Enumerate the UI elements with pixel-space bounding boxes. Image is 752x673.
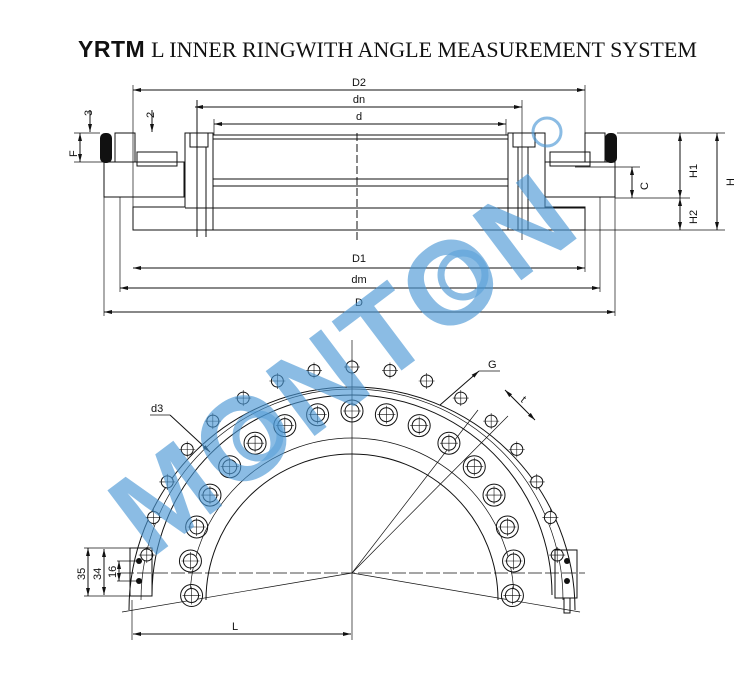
dim-C: C xyxy=(639,182,651,190)
dim-d3: d3 xyxy=(151,403,163,415)
dim-D: D xyxy=(355,297,363,309)
left-sensor-holder xyxy=(114,132,136,163)
left-outer-ring xyxy=(103,161,185,198)
outer-mounting-hole xyxy=(344,359,360,375)
inner-mounting-hole xyxy=(407,414,431,438)
outer-mounting-hole xyxy=(306,362,323,379)
dim-35: 35 xyxy=(76,568,88,580)
inner-mounting-hole xyxy=(374,403,398,427)
dim-dn: dn xyxy=(353,94,365,106)
outer-mounting-hole xyxy=(159,473,176,490)
inner-mounting-hole xyxy=(185,515,209,539)
inner-mounting-hole xyxy=(495,515,519,539)
inner-mounting-hole xyxy=(218,455,242,479)
left-inner-ring xyxy=(132,132,214,231)
inner-mounting-hole xyxy=(198,483,222,507)
title-text: L INNER RINGWITH ANGLE MEASUREMENT SYSTE… xyxy=(151,37,697,62)
dim-16: 16 xyxy=(107,566,119,578)
dim-34: 34 xyxy=(92,568,104,580)
right-inner-ring xyxy=(507,132,586,231)
dim-G: G xyxy=(488,359,497,371)
outer-mounting-hole xyxy=(145,509,162,526)
dim-L: L xyxy=(232,621,238,633)
dim-3: 3 xyxy=(83,110,95,116)
inner-mounting-hole xyxy=(500,584,524,608)
dim-H2: H2 xyxy=(688,210,700,224)
left-seal xyxy=(100,133,112,163)
outer-mounting-hole xyxy=(452,390,469,407)
dim-D2: D2 xyxy=(352,77,366,89)
right-roller xyxy=(549,151,591,167)
outer-mounting-hole xyxy=(418,373,435,390)
outer-mounting-hole xyxy=(542,509,559,526)
inner-mounting-hole xyxy=(437,431,461,455)
inner-mounting-hole xyxy=(340,399,364,423)
outer-mounting-hole xyxy=(269,373,286,390)
inner-mounting-hole xyxy=(482,483,506,507)
plan-view: 35 34 16 L G d3 t xyxy=(76,340,585,640)
outer-mounting-hole xyxy=(179,441,196,458)
dim-D1: D1 xyxy=(352,253,366,265)
dim-H: H xyxy=(725,178,737,186)
dim-2: 2 xyxy=(145,112,157,118)
inner-mounting-hole xyxy=(462,455,486,479)
left-roller xyxy=(136,151,178,167)
dim-dm: dm xyxy=(351,274,366,286)
outer-mounting-hole xyxy=(508,441,525,458)
inner-mounting-hole xyxy=(178,549,202,573)
left-sensor-head xyxy=(129,547,153,597)
outer-mounting-hole xyxy=(549,547,566,564)
outer-mounting-hole xyxy=(483,413,500,430)
right-sensor-holder xyxy=(584,132,606,163)
dim-F: F xyxy=(68,150,80,157)
inner-mounting-hole xyxy=(180,584,204,608)
inner-mounting-hole xyxy=(243,431,267,455)
right-outer-ring xyxy=(544,161,616,198)
svg-text:MONTON: MONTON xyxy=(86,147,602,581)
inner-mounting-hole xyxy=(306,403,330,427)
right-seal xyxy=(605,133,617,163)
outer-mounting-hole xyxy=(381,362,398,379)
dim-t: t xyxy=(518,394,528,405)
outer-mounting-hole xyxy=(528,473,545,490)
outer-mounting-hole xyxy=(204,413,221,430)
dim-d: d xyxy=(356,111,362,123)
inner-mounting-hole xyxy=(502,549,526,573)
dim-H1: H1 xyxy=(688,164,700,178)
section-view: D2 dn d 3 2 F C H1 H2 H D1 dm D xyxy=(68,77,737,316)
title-code: YRTM xyxy=(78,36,146,62)
monton-watermark-logo: MONTON xyxy=(86,116,602,581)
outer-mounting-hole xyxy=(235,390,252,407)
